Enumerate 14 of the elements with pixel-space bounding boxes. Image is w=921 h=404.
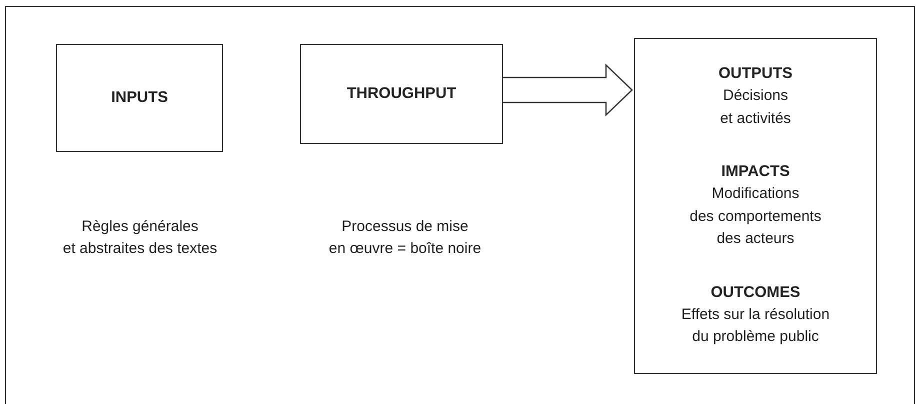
box-heading: THROUGHPUT [346, 84, 456, 104]
box-text: Modifications des comportements des acteurs [690, 184, 822, 249]
caption-text: Règles générales et abstraites des textes [62, 217, 218, 259]
box-heading: OUTPUTS [718, 64, 793, 84]
caption-text: Processus de mise en œuvre = boîte noire [328, 217, 482, 259]
box-heading: IMPACTS [721, 162, 790, 182]
box-text: Effets sur la résolution du problème public [681, 304, 830, 347]
box-heading: INPUTS [111, 88, 168, 108]
box-text: Décisions et activités [720, 86, 791, 128]
block-arrow [502, 63, 633, 117]
process-box [300, 44, 503, 144]
process-box [56, 44, 223, 152]
box-heading: OUTCOMES [710, 282, 800, 302]
process-box [634, 38, 877, 374]
